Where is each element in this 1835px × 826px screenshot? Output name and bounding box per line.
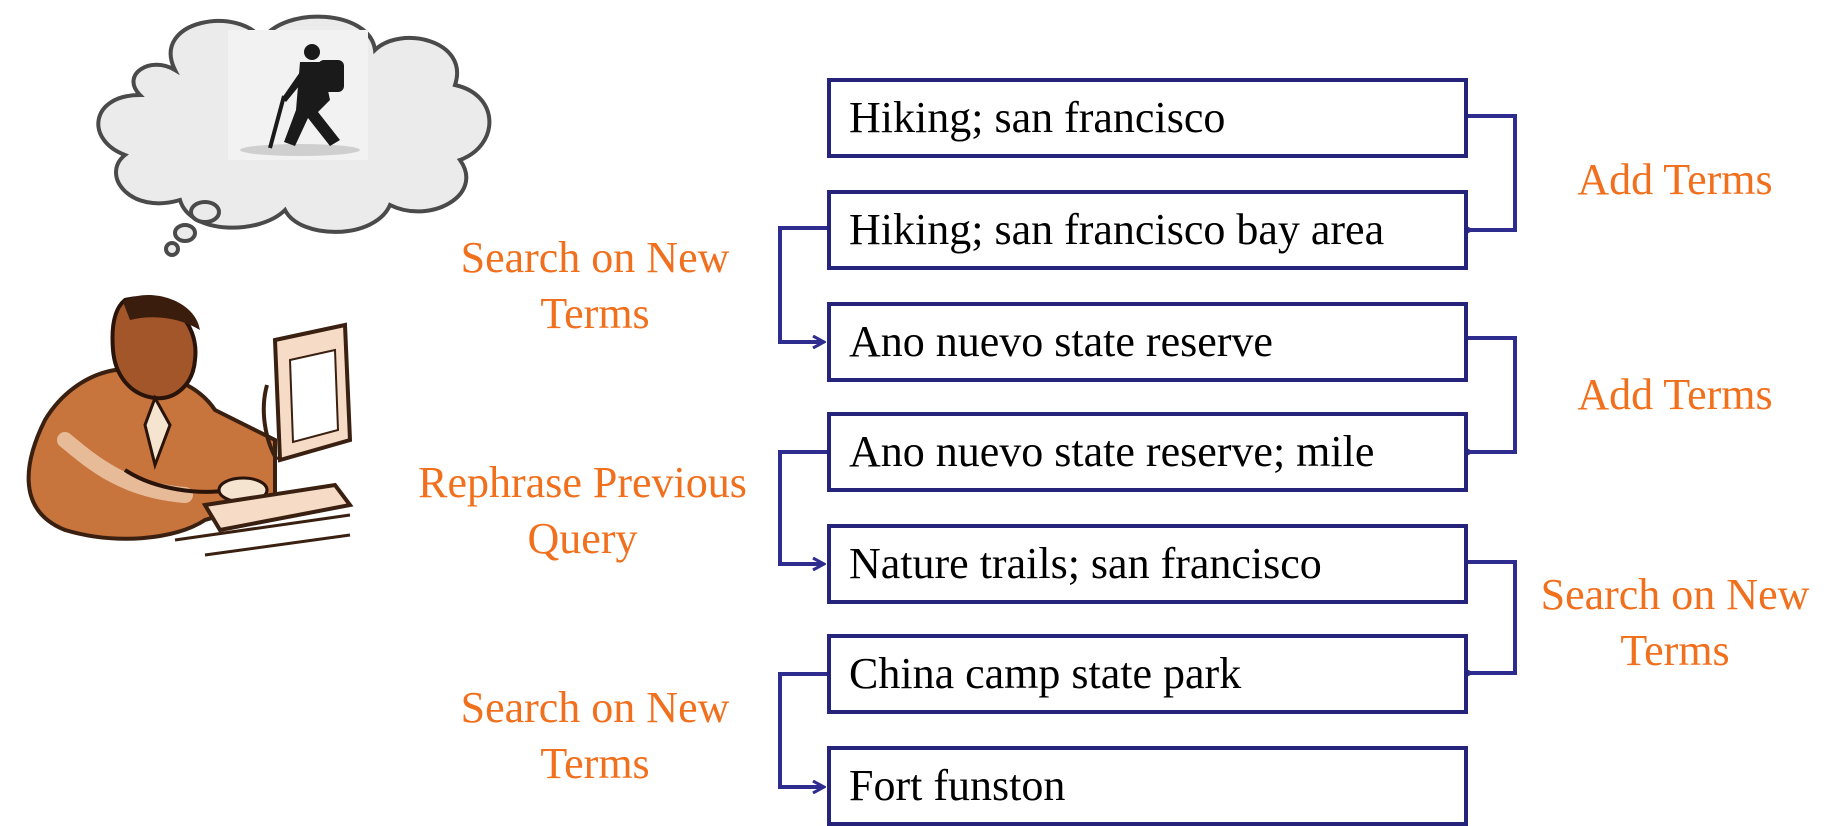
transition-label-line: Search on New: [460, 233, 730, 282]
right-connector-1: [1468, 114, 1517, 230]
transition-label-left-3: Search on New Terms: [430, 680, 760, 792]
right-connector-3: [1468, 560, 1517, 673]
query-box-3: Ano nuevo state reserve: [827, 302, 1468, 382]
query-box-7: Fort funston: [827, 746, 1468, 826]
transition-label-right-1: Add Terms: [1555, 152, 1795, 208]
transition-label-line: Terms: [1620, 626, 1730, 675]
transition-label-line: Terms: [540, 289, 650, 338]
query-box-4: Ano nuevo state reserve; mile: [827, 412, 1468, 492]
transition-label-line: Search on New: [460, 683, 730, 732]
transition-label-right-3: Search on New Terms: [1525, 567, 1825, 679]
transition-label-line: Query: [527, 514, 638, 563]
transition-label-left-1: Search on New Terms: [430, 230, 760, 342]
transition-label-right-2: Add Terms: [1555, 367, 1795, 423]
query-box-2: Hiking; san francisco bay area: [827, 190, 1468, 270]
query-box-5: Nature trails; san francisco: [827, 524, 1468, 604]
transition-label-line: Add Terms: [1577, 155, 1773, 204]
query-box-1: Hiking; san francisco: [827, 78, 1468, 158]
transition-label-line: Search on New: [1540, 570, 1810, 619]
transition-label-line: Rephrase Previous: [418, 458, 747, 507]
transition-label-left-2: Rephrase Previous Query: [400, 455, 765, 567]
left-connector-1: [778, 226, 827, 342]
left-connector-3: [778, 672, 827, 787]
query-box-6: China camp state park: [827, 634, 1468, 714]
hiker-thought-cloud-icon: [96, 14, 492, 257]
transition-label-line: Terms: [540, 739, 650, 788]
right-connector-2: [1468, 336, 1517, 452]
transition-label-line: Add Terms: [1577, 370, 1773, 419]
person-at-computer-icon: [26, 294, 354, 557]
left-connector-2: [778, 450, 827, 564]
